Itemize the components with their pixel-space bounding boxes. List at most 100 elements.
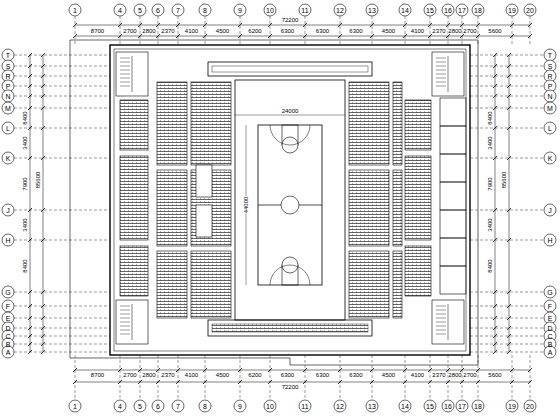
dimension-text: 5600 [488,372,501,378]
stair-tread [436,86,446,87]
axis-bubble [399,400,411,412]
dimension-tick [268,380,272,384]
dimension-line [235,115,345,116]
dimension-tick [28,126,32,130]
dimension-tick [268,23,272,27]
dimension-tick [338,368,342,372]
dimension-tick [156,368,160,372]
dimension-text: 8400 [22,259,28,272]
stair-tread [436,74,446,75]
dimension-text: 3400 [22,136,28,149]
axis-label: T [6,52,10,59]
dimension-tick [268,368,272,372]
axis-line [478,355,479,400]
dimension-tick [41,94,45,98]
axis-line [14,86,110,87]
axis-bubble [544,346,556,358]
dimension-tick [370,380,374,384]
dimension-tick [268,34,272,38]
axis-label: 7 [176,7,180,14]
axis-line [14,328,110,329]
axis-label: 13 [368,7,376,14]
dimension-tick [28,74,32,78]
axis-bubble [424,400,436,412]
dimension-tick [507,156,511,160]
axis-line [14,210,110,211]
dimension-tick [73,23,77,27]
axis-bubble [456,400,468,412]
dimension-tick [528,380,532,384]
axis-label: L [6,125,10,132]
axis-line [140,355,141,400]
axis-bubble [544,102,556,114]
axis-label: 16 [444,403,452,410]
axis-label: 16 [444,7,452,14]
axis-line [530,16,531,45]
dimension-text: 4100 [185,372,198,378]
axis-label: S [548,63,553,70]
axis-line [512,16,513,45]
axis-bubble [234,400,246,412]
axis-line [470,240,544,241]
dimension-tick [493,64,497,68]
dimension-text: 4500 [382,28,395,34]
axis-line [478,16,479,45]
dimension-tick [507,64,511,68]
axis-bubble [524,400,536,412]
stair-tread [120,330,130,331]
dimension-tick [73,368,77,372]
axis-bubble [334,400,346,412]
dimension-text: 85600 [35,172,41,189]
seating-block [393,251,402,318]
axis-label: 20 [526,7,534,14]
dimension-text: 7900 [22,177,28,190]
axis-bubble [172,4,184,16]
stair-tread [120,58,130,59]
seating-block [191,82,231,165]
axis-label: T [548,52,552,59]
outer-wall [110,45,470,355]
dimension-tick [403,23,407,27]
dimension-tick [507,342,511,346]
axis-line [140,16,141,45]
axis-bubble [424,4,436,16]
dimension-tick [460,23,464,27]
stair-room [432,300,464,344]
axis-bubble [152,4,164,16]
dimension-tick [238,23,242,27]
dimension-tick [28,64,32,68]
dimension-text: 72200 [282,17,299,23]
dimension-tick [370,368,374,372]
axis-line [14,96,110,97]
stair-tread [436,62,446,63]
dimension-tick [510,34,514,38]
dimension-tick [493,290,497,294]
axis-bubble [544,152,556,164]
axis-bubble [456,4,468,16]
stair-tread [120,322,130,323]
axis-line [14,336,110,337]
stair-tread [436,306,446,307]
dimension-text: 6200 [248,372,261,378]
dimension-text: 8400 [487,259,493,272]
axis-bubble [544,204,556,216]
dimension-tick [493,334,497,338]
axis-bubble [234,4,246,16]
dimension-tick [493,326,497,330]
axis-line [470,66,544,67]
dimension-text: 8400 [487,111,493,124]
side-room [440,266,466,294]
axis-line [430,355,431,400]
axis-label: E [6,315,11,322]
axis-bubble [69,400,81,412]
axis-label: G [547,289,552,296]
dimension-tick [507,208,511,212]
dimension-tick [41,326,45,330]
axis-bubble [2,346,14,358]
dimension-tick [28,208,32,212]
dimension-tick [493,304,497,308]
axis-line [205,355,206,400]
dimension-tick [156,34,160,38]
dimension-tick [493,53,497,57]
axis-label: 10 [266,7,274,14]
